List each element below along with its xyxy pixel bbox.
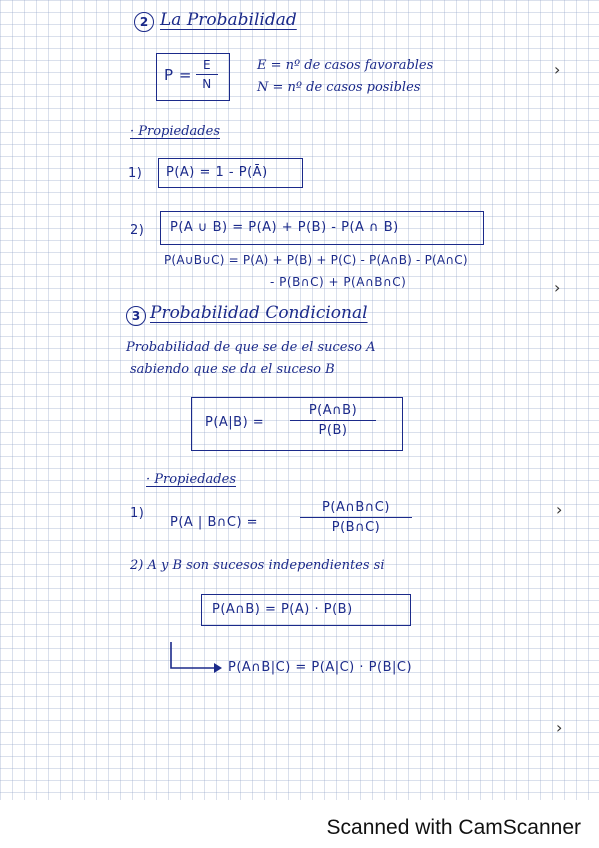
scanner-footer: Scanned with CamScanner [0,808,599,848]
notebook-page: 2 La Probabilidad P = E N E = nº de caso… [0,0,599,800]
formula-lhs: P(A|B) = [205,415,265,430]
fraction-bar [196,74,218,75]
formula-fraction: P(A∩B) P(B) [290,403,376,438]
fraction-numerator: P(A∩B∩C) [322,500,390,515]
section-description: Probabilidad de que se de el suceso A [126,340,376,355]
formula-box [156,53,230,101]
property-result: P(A∩B|C) = P(A|C) · P(B|C) [228,660,413,675]
property-formula: P(A∩B) = P(A) · P(B) [212,602,353,617]
fraction-denominator: N [202,77,212,91]
formula-fraction: E N [196,58,218,91]
property-formula: P(A) = 1 - P(Ā) [166,165,268,180]
fraction-bar [300,517,412,518]
margin-mark: › [554,60,561,79]
property-fraction: P(A∩B∩C) P(B∩C) [300,500,412,535]
margin-mark: › [556,500,563,519]
fraction-bar [290,420,376,421]
property-formula-lhs: P(A | B∩C) = [170,515,259,530]
definition-n: N = nº de casos posibles [257,80,421,95]
formula-lhs: P = [164,66,192,84]
property-formula-extended: - P(B∩C) + P(A∩B∩C) [270,275,407,289]
property-formula-extended: P(A∪B∪C) = P(A) + P(B) + P(C) - P(A∩B) -… [164,253,468,267]
section-description: sabiendo que se da el suceso B [130,362,335,377]
section-number: 3 [131,309,141,323]
property-box [201,594,411,626]
fraction-numerator: P(A∩B) [308,403,358,418]
watermark-text: Scanned with CamScanner [326,816,581,839]
properties-heading: · Propiedades [130,124,220,139]
property-number: 1) [128,166,143,181]
property-box [160,211,484,245]
section-number: 2 [139,15,149,29]
property-formula: P(A ∪ B) = P(A) + P(B) - P(A ∩ B) [170,220,399,235]
property-number: 2) [130,223,145,238]
formula-box [191,397,403,451]
definition-e: E = nº de casos favorables [257,58,434,73]
section-number-badge: 3 [126,306,146,326]
property-box [158,158,303,188]
section-title: Probabilidad Condicional [150,303,368,323]
section-title: La Probabilidad [160,10,297,30]
margin-mark: › [556,718,563,737]
margin-mark: › [554,278,561,297]
arrow-right-icon [170,642,222,673]
properties-heading: · Propiedades [146,472,236,487]
section-number-badge: 2 [134,12,154,32]
property-number: 1) [130,506,145,521]
fraction-denominator: P(B∩C) [331,520,381,535]
fraction-numerator: E [202,58,212,72]
property-text: 2) A y B son sucesos independientes si [130,558,385,573]
fraction-denominator: P(B) [318,423,348,438]
